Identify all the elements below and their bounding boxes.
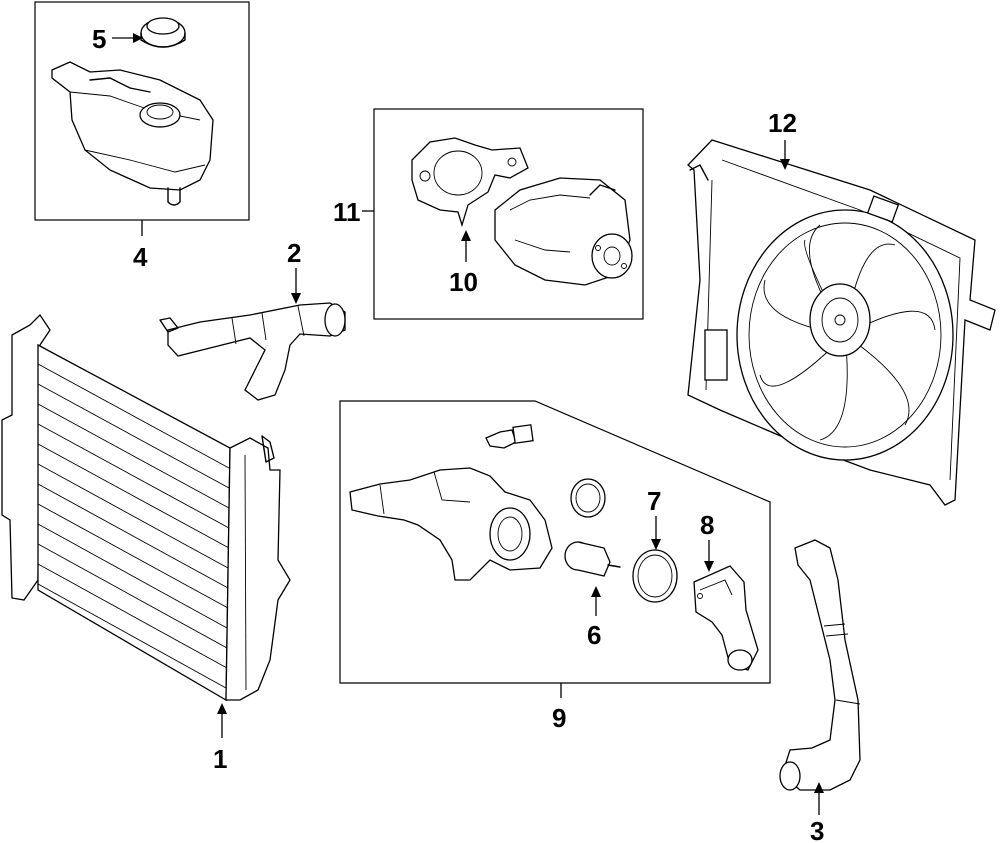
thermostat[interactable] (564, 541, 621, 577)
callout-3: 3 (810, 816, 824, 843)
thermostat-housing-group: 6 7 8 9 (339, 400, 771, 733)
thermostat-box (339, 400, 771, 684)
callout-10: 10 (449, 267, 478, 297)
seal-ring[interactable] (570, 478, 606, 518)
callout-11: 11 (333, 197, 361, 227)
callout-6: 6 (587, 620, 601, 650)
callout-12: 12 (768, 108, 797, 138)
callout-2: 2 (287, 238, 301, 268)
cooling-fan-assembly[interactable] (687, 139, 996, 506)
upper-radiator-hose[interactable] (159, 302, 346, 401)
water-pump-box (373, 108, 644, 320)
reservoir-cap[interactable] (140, 17, 186, 48)
callout-4: 4 (133, 242, 148, 272)
temperature-sensor[interactable] (485, 424, 534, 449)
thermostat-housing[interactable] (349, 467, 553, 581)
callout-8: 8 (700, 510, 714, 540)
callout-9: 9 (552, 703, 566, 733)
lower-radiator-hose[interactable] (779, 539, 861, 791)
reservoir-group: 5 4 (34, 1, 250, 272)
water-pump[interactable] (494, 177, 633, 286)
callout-7: 7 (647, 486, 661, 516)
callout-5: 5 (92, 24, 106, 54)
water-pump-group: 11 10 (333, 108, 644, 320)
water-pump-gasket[interactable] (411, 137, 529, 228)
thermostat-outlet[interactable] (693, 565, 759, 671)
radiator-fins (37, 363, 230, 689)
callout-1: 1 (213, 744, 227, 774)
radiator[interactable] (1, 313, 291, 702)
coolant-reservoir[interactable] (51, 61, 214, 206)
thermostat-o-ring[interactable] (632, 549, 678, 603)
